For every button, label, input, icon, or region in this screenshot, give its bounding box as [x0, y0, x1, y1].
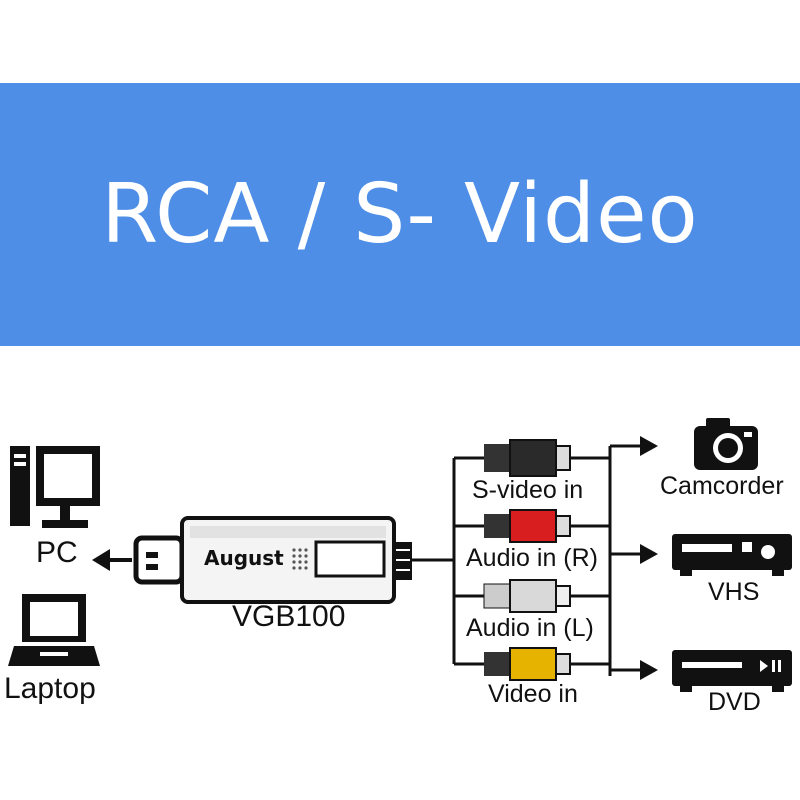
pc-label: PC: [36, 536, 78, 569]
title-banner: RCA / S- Video: [0, 83, 800, 346]
usb-plug: [133, 535, 185, 585]
laptop-icon: [8, 594, 100, 666]
camera-icon: [694, 418, 758, 470]
vhs-label: VHS: [708, 578, 760, 606]
input-bracket: [452, 456, 484, 666]
svideo-connector: [484, 439, 571, 477]
camcorder-label: Camcorder: [660, 472, 784, 500]
arrow-to-dvd-icon: [640, 660, 658, 680]
diagram-graphics: [8, 418, 792, 692]
audio-r-connector: [484, 509, 571, 543]
arrow-to-pc-icon: [92, 549, 132, 571]
connection-diagram: August VGB100 PC Laptop S-video in Audio…: [0, 346, 800, 800]
audio-r-label: Audio in (R): [466, 544, 598, 572]
vhs-player-icon: [672, 534, 792, 576]
device-model-label: VGB100: [232, 600, 346, 633]
capture-device: [180, 516, 454, 604]
arrow-to-vhs-icon: [640, 544, 658, 564]
speaker-grille-icon: [292, 548, 308, 570]
arrow-to-camcorder-icon: [640, 436, 658, 456]
video-in-label: Video in: [488, 680, 578, 708]
desktop-computer-icon: [10, 446, 100, 528]
audio-l-connector: [483, 579, 571, 613]
august-logo: August: [204, 546, 284, 570]
dvd-player-icon: [672, 650, 792, 692]
laptop-label: Laptop: [4, 672, 96, 705]
audio-l-label: Audio in (L): [466, 614, 594, 642]
source-bracket: [570, 444, 642, 676]
banner-title: RCA / S- Video: [101, 167, 699, 262]
video-connector: [484, 647, 571, 681]
dvd-label: DVD: [708, 688, 761, 716]
svideo-in-label: S-video in: [472, 476, 584, 504]
